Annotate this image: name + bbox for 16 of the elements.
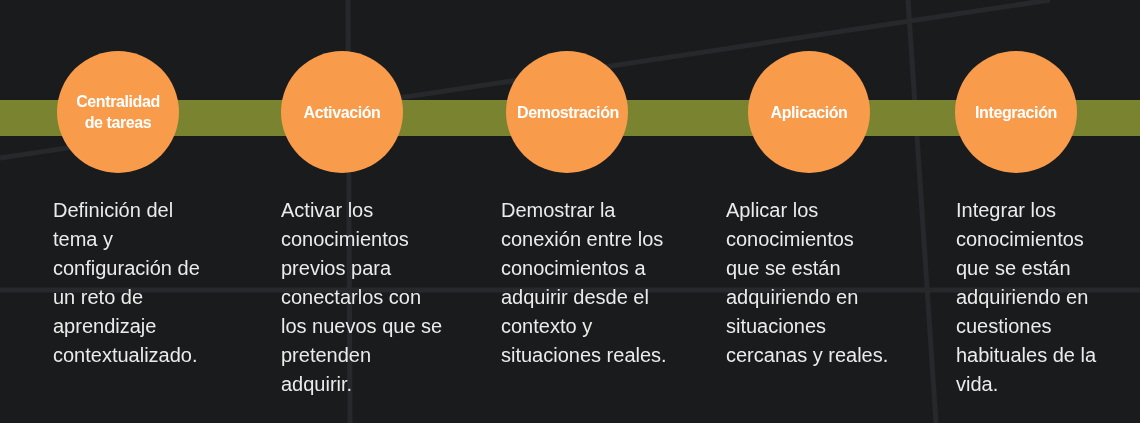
step-title: Demostración [517, 102, 617, 123]
step-description: Demostrar la conexión entre los conocimientos a adquirir desde el contexto y situaciones reales. [501, 198, 667, 368]
step-title: Aplicación [770, 102, 848, 123]
timeline-band [398, 100, 511, 136]
timeline-band [865, 100, 960, 136]
timeline-band [1072, 100, 1140, 136]
timeline-band [174, 100, 286, 136]
step-title: Activación [303, 102, 381, 123]
step-description: Aplicar los conocimientos que se están adquiriendo en situaciones cercanas y reales. [726, 198, 890, 368]
timeline-band [623, 100, 753, 136]
timeline-band [0, 100, 62, 136]
step-description: Activar los conocimientos previos para conectarlos con los nuevos que se pretenden adquirir. [281, 198, 444, 397]
step-title: Integración [975, 102, 1057, 123]
step-description: Integrar los conocimientos que se están adquiriendo en cuestiones habituales de la vida. [956, 198, 1098, 397]
step-description: Definición del tema y configuración de un reto de aprendizaje contextualizado. [53, 198, 201, 368]
step-title: Centralidad de tareas [75, 92, 161, 133]
